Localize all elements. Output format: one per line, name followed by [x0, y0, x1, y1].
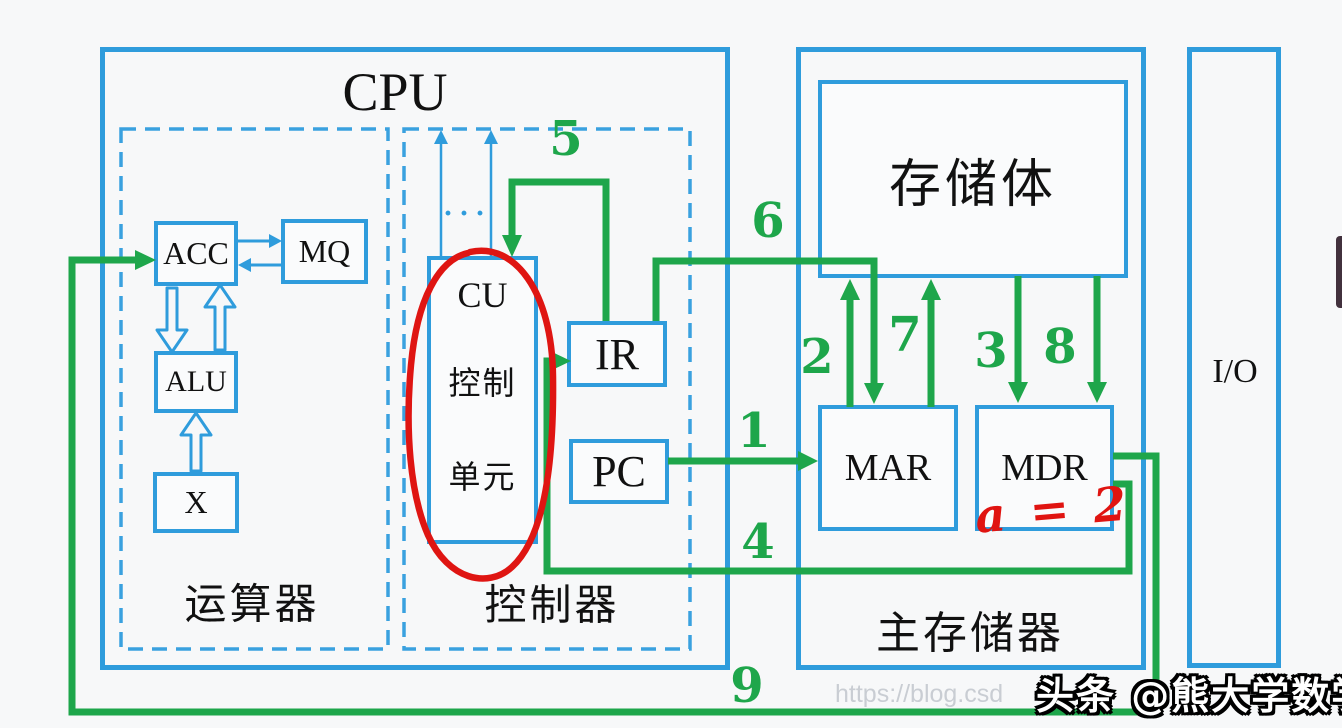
x-register: X	[153, 472, 239, 533]
cpu-title: CPU	[342, 62, 448, 122]
arithmetic-unit-caption: 运算器	[184, 582, 320, 629]
blog-url-watermark: https://blog.csd	[835, 680, 1004, 708]
acc-register: ACC	[154, 221, 238, 286]
step-label-7: 7	[888, 307, 922, 363]
channel-watermark: 头条 @熊大学数学	[1036, 674, 1342, 718]
step-label-3: 3	[974, 323, 1008, 379]
mar-label: MAR	[844, 447, 932, 489]
screen-edge-dark-bar	[1336, 236, 1342, 308]
step-label-1: 1	[737, 403, 771, 459]
step-label-8: 8	[1043, 319, 1077, 375]
ir-label: IR	[595, 329, 639, 379]
main-memory-caption: 主存储器	[876, 609, 1064, 658]
cu-label: CU	[457, 275, 508, 315]
io-label: I/O	[1212, 353, 1258, 390]
storage-bank-box: 存储体	[818, 80, 1128, 278]
mq-label: MQ	[298, 233, 351, 269]
alu-label: ALU	[165, 365, 227, 398]
cu-label-line3: 单元	[448, 459, 517, 495]
acc-label: ACC	[163, 235, 229, 271]
controller-caption: 控制器	[484, 583, 620, 630]
alu-box: ALU	[154, 351, 238, 413]
storage-bank-label: 存储体	[888, 156, 1057, 214]
pc-label: PC	[592, 447, 646, 496]
cu-label-line2: 控制	[448, 365, 517, 401]
cu-box: CU 控制 单元	[427, 256, 538, 544]
io-box	[1187, 47, 1281, 668]
step-label-5: 5	[549, 111, 583, 167]
mar-register: MAR	[818, 405, 958, 531]
step-label-2: 2	[800, 329, 834, 385]
mq-register: MQ	[281, 219, 368, 284]
step-label-9: 9	[730, 658, 764, 714]
ir-register: IR	[567, 321, 667, 387]
step-label-4: 4	[741, 514, 775, 570]
x-label: X	[184, 484, 208, 520]
ellipsis-dots: ···	[442, 197, 492, 230]
pc-register: PC	[569, 439, 669, 504]
step-label-6: 6	[751, 193, 785, 249]
